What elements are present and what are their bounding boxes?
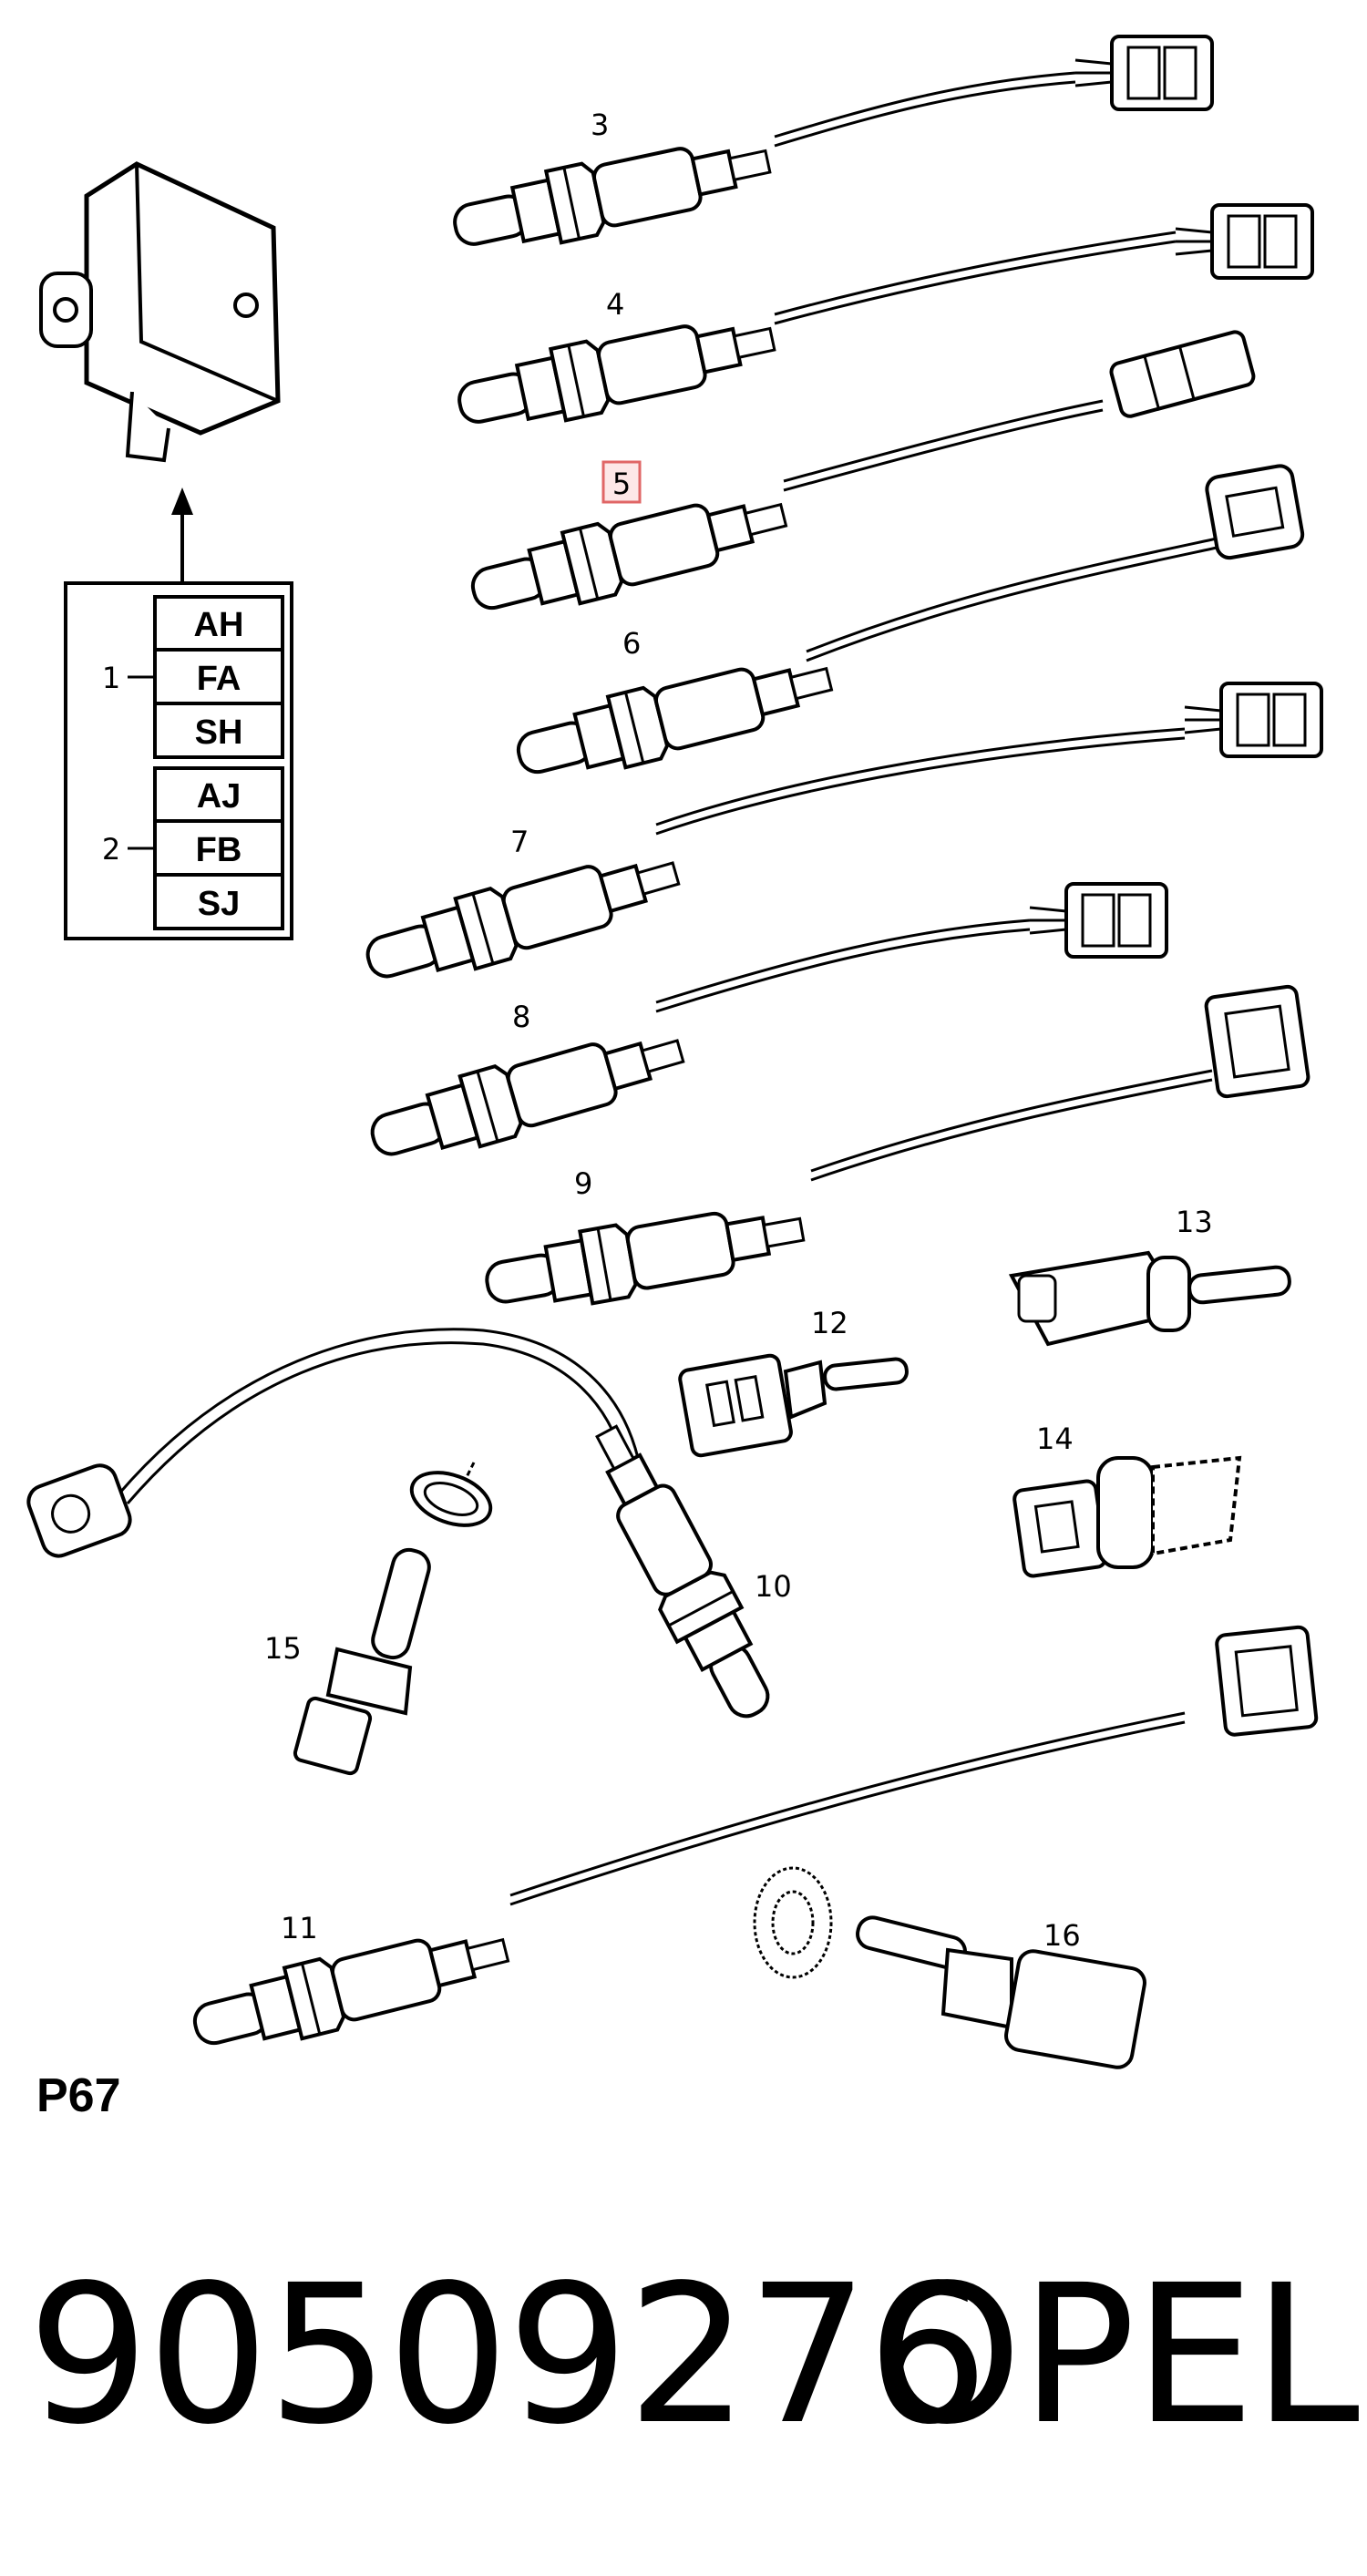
page-code: P67 [36, 2069, 121, 2122]
callout-3: 3 [591, 108, 609, 142]
arrow-up-icon [171, 487, 193, 583]
sensor-14 [1012, 1455, 1242, 1578]
sensor-6 [509, 464, 1305, 794]
callout-5-highlight: 5 [601, 460, 642, 504]
sensor-3 [446, 35, 1214, 266]
sensor-15 [293, 1462, 493, 1776]
legend-group-1: AH FA SH 1 [102, 595, 284, 759]
sensor-13 [1008, 1250, 1291, 1347]
sensor-12 [678, 1353, 909, 1458]
callout-8: 8 [512, 1000, 530, 1034]
control-module [39, 161, 281, 463]
callout-11: 11 [281, 1911, 318, 1945]
brand-name: OPEL [871, 2243, 1360, 2467]
part-number: 90509276 [27, 2243, 989, 2467]
legend-table: AH FA SH 1 AJ FB SJ 2 [64, 581, 293, 940]
sensor-5 [463, 330, 1256, 630]
legend-code-sj: SJ [198, 885, 240, 923]
sensor-10 [26, 1328, 788, 1730]
legend-code-fb: FB [196, 831, 242, 869]
legend-code-fa: FA [197, 660, 242, 698]
callout-6: 6 [622, 626, 641, 661]
legend-group-2: AJ FB SJ 2 [102, 766, 284, 930]
legend-group-label: 1 [102, 661, 120, 695]
callout-14: 14 [1036, 1421, 1074, 1456]
legend-group-label: 2 [102, 832, 120, 867]
callout-7: 7 [510, 825, 529, 859]
sensor-16 [753, 1866, 1146, 2069]
sensor-7 [356, 682, 1323, 999]
callout-5: 5 [612, 467, 631, 501]
sensor-4 [450, 203, 1314, 444]
callout-4: 4 [606, 287, 624, 322]
legend-code-ah: AH [194, 606, 244, 644]
callout-10: 10 [755, 1569, 792, 1604]
callout-15: 15 [264, 1631, 302, 1666]
sensor-8 [361, 882, 1168, 1176]
callout-13: 13 [1176, 1205, 1213, 1239]
sensor-9 [479, 984, 1310, 1323]
callout-16: 16 [1043, 1918, 1081, 1953]
callout-9: 9 [574, 1166, 592, 1201]
callout-12: 12 [811, 1306, 848, 1340]
sensor-11 [185, 1625, 1319, 2065]
legend-code-sh: SH [195, 713, 243, 752]
legend-code-aj: AJ [197, 777, 242, 816]
